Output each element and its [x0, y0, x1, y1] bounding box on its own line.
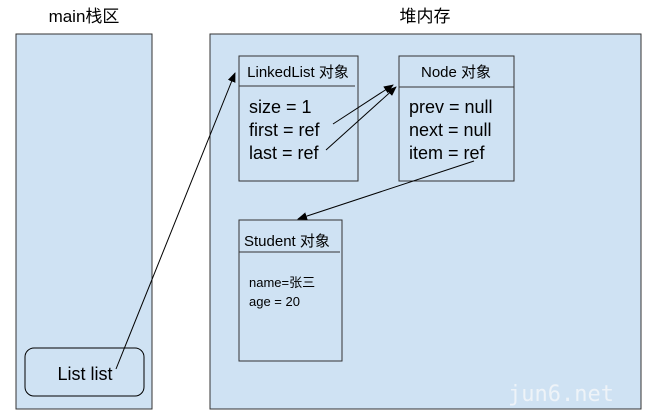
student-title: Student 对象: [244, 233, 330, 250]
arrow-first-to-node: [332, 84, 394, 125]
node-object: Node 对象 prev = null next = null item = r…: [398, 55, 515, 182]
node-field-prev: prev = null: [409, 97, 493, 117]
node-field-next: next = null: [409, 120, 492, 140]
student-field-age: age = 20: [249, 294, 300, 309]
stack-title: main栈区: [49, 7, 120, 26]
linkedlist-object: LinkedList 对象 size = 1 first = ref last …: [238, 55, 359, 182]
student-field-name: name=张三: [249, 275, 315, 290]
arrow-last-to-node: [325, 86, 397, 151]
watermark: jun6.net: [508, 382, 614, 407]
list-variable-box: [24, 347, 145, 397]
arrow-item-to-student: [297, 160, 475, 220]
heap-title: 堆内存: [400, 7, 451, 26]
linkedlist-field-last: last = ref: [249, 143, 320, 163]
linkedlist-field-first: first = ref: [249, 120, 321, 140]
arrow-list-to-linkedlist: [115, 72, 236, 370]
node-field-item: item = ref: [409, 143, 486, 163]
stack-region: [15, 33, 153, 410]
linkedlist-title: LinkedList 对象: [247, 64, 349, 81]
node-title: Node 对象: [421, 64, 491, 81]
student-object: Student 对象 name=张三 age = 20: [238, 219, 343, 362]
list-variable-label: List list: [57, 364, 112, 384]
linkedlist-field-size: size = 1: [249, 97, 312, 117]
